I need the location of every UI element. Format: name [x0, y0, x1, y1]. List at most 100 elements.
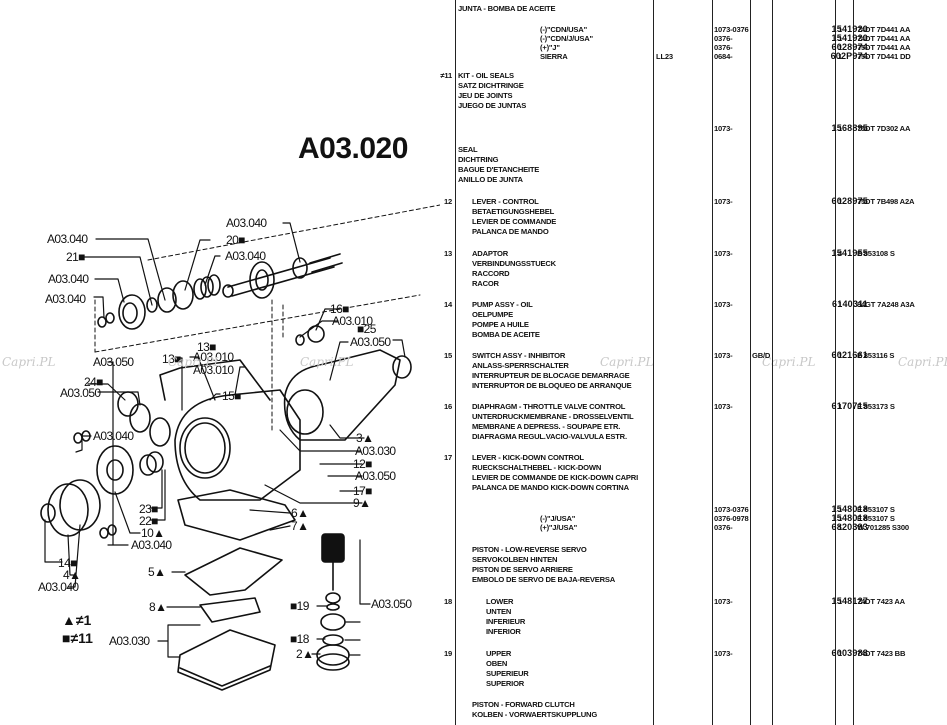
- desc: VERBINDUNGSSTUECK: [472, 259, 556, 268]
- desc: RACOR: [472, 279, 499, 288]
- engineering-number: 84GT 7A248 A3A: [857, 300, 915, 309]
- callout: ■19: [290, 599, 309, 613]
- legend-item-square: ■≠11: [62, 630, 93, 646]
- desc: LEVIER DE COMMANDE: [472, 217, 557, 226]
- callout: A03.010: [193, 350, 234, 364]
- quantity: 1: [838, 25, 843, 34]
- watermark: Capri.PL: [898, 355, 947, 369]
- variant-desc: SIERRA: [540, 52, 568, 61]
- date-range: 0376-: [714, 43, 733, 52]
- callout: 13■: [162, 352, 181, 366]
- watermark: Capri.PL: [600, 355, 654, 369]
- part-number: 6140311: [832, 299, 868, 309]
- desc: EMBOLO DE SERVO DE BAJA-REVERSA: [472, 575, 616, 584]
- quantity: 1: [838, 597, 843, 606]
- variant-desc: (-)"CDN/USA": [540, 25, 587, 34]
- date-range: 0376-0978: [714, 514, 749, 523]
- column-divider: [853, 0, 855, 725]
- desc: UNTEN: [486, 607, 512, 616]
- desc: ADAPTOR: [472, 249, 509, 258]
- desc: RUECKSCHALTHEBEL - KICK-DOWN: [472, 463, 602, 472]
- engineering-number: E 853107 S: [857, 505, 895, 514]
- watermark: Capri.PL: [2, 355, 56, 369]
- desc: LEVER - CONTROL: [472, 197, 539, 206]
- column-divider: [772, 0, 774, 725]
- quantity: 1: [838, 505, 843, 514]
- section-code: A03.020: [298, 132, 408, 165]
- ref-number: 13: [443, 249, 452, 258]
- quantity: 1: [838, 197, 843, 206]
- ref-number: 12: [443, 197, 452, 206]
- date-range: 1073-0376: [714, 25, 749, 34]
- callout: 14■: [58, 556, 77, 570]
- callout: 12■: [353, 457, 372, 471]
- date-range: 1073-: [714, 402, 733, 411]
- part-number: 6028974: [831, 42, 868, 52]
- quantity: 1: [838, 124, 843, 133]
- desc: BETAETIGUNGSHEBEL: [472, 207, 555, 216]
- callout: A03.010: [332, 314, 373, 328]
- oil-pan-gasket: [184, 547, 283, 596]
- ref-number: 16: [443, 402, 452, 411]
- desc: SWITCH ASSY - INHIBITOR: [472, 351, 566, 360]
- callout: 8▲: [149, 600, 167, 614]
- desc: SUPERIEUR: [486, 669, 529, 678]
- oil-pan-rim: [179, 665, 271, 687]
- model-code: LL23: [656, 52, 673, 61]
- engineering-number: 74DT 7423 BB: [857, 649, 906, 658]
- engineering-number: E 853107 S: [857, 514, 895, 523]
- engineering-number: 75DT 7D302 AA: [857, 124, 911, 133]
- callout: A03.040: [131, 538, 172, 552]
- callout: 6▲: [291, 506, 309, 520]
- engineering-number: 74DT 7423 AA: [857, 597, 905, 606]
- ref-number: 19: [443, 649, 452, 658]
- quantity: 1: [838, 402, 843, 411]
- ref-number: 14: [443, 300, 452, 309]
- variant-desc: (-)"J/USA": [540, 514, 576, 523]
- quantity: 1: [838, 43, 843, 52]
- date-range: 1073-: [714, 649, 733, 658]
- quantity: 1: [838, 523, 843, 532]
- callout: 13■: [197, 340, 216, 354]
- variant-desc: (+)"J": [540, 43, 560, 52]
- market-code: GB/D: [752, 351, 771, 360]
- date-range: 1073-0376: [714, 505, 749, 514]
- callout: A03.040: [48, 272, 89, 286]
- desc: JUEGO DE JUNTAS: [458, 101, 527, 110]
- desc: LOWER: [486, 597, 514, 606]
- callout: A03.050: [371, 597, 412, 611]
- desc: INFERIOR: [486, 627, 521, 636]
- square-icon: ■: [62, 630, 71, 646]
- callout: 10▲: [141, 526, 165, 540]
- part-number: 1568895: [831, 123, 868, 133]
- callout: A03.010: [193, 363, 234, 377]
- quantity: 1: [838, 649, 843, 658]
- desc: JEU DE JOINTS: [458, 91, 513, 100]
- desc: PISTON - LOW-REVERSE SERVO: [472, 545, 587, 554]
- desc: DICHTRING: [458, 155, 499, 164]
- triangle-icon: ▲: [62, 612, 76, 628]
- callout: A03.040: [225, 249, 266, 263]
- engineering-number: 74DT 7D441 AA: [857, 34, 911, 43]
- variant-desc: (-)"CDN/J/USA": [540, 34, 593, 43]
- desc: SATZ DICHTRINGE: [458, 81, 524, 90]
- callout: ■18: [290, 632, 309, 646]
- engineering-number: E 853116 S: [857, 351, 895, 360]
- legend-item-triangle: ▲≠1: [62, 612, 91, 628]
- desc: KIT - OIL SEALS: [458, 71, 514, 80]
- filter-plate: [199, 597, 261, 623]
- callout: 22■: [139, 514, 158, 528]
- engineering-number: W 701285 S300: [857, 523, 909, 532]
- desc: JUNTA - BOMBA DE ACEITE: [458, 4, 556, 13]
- engineering-number: E 853108 S: [857, 249, 895, 258]
- desc: KOLBEN - VORWAERTSKUPPLUNG: [472, 710, 598, 719]
- desc: POMPE A HUILE: [472, 320, 529, 329]
- desc: INFERIEUR: [486, 617, 526, 626]
- date-range: 0376-: [714, 34, 733, 43]
- callout: A03.030: [109, 634, 150, 648]
- date-range: 1073-: [714, 597, 733, 606]
- part-number: 6021661: [831, 350, 868, 360]
- engineering-number: 75DT 7D441 DD: [857, 52, 911, 61]
- desc: MEMBRANE A DEPRESS. - SOUPAPE ETR.: [472, 422, 621, 431]
- desc: ANLASS-SPERRSCHALTER: [472, 361, 569, 370]
